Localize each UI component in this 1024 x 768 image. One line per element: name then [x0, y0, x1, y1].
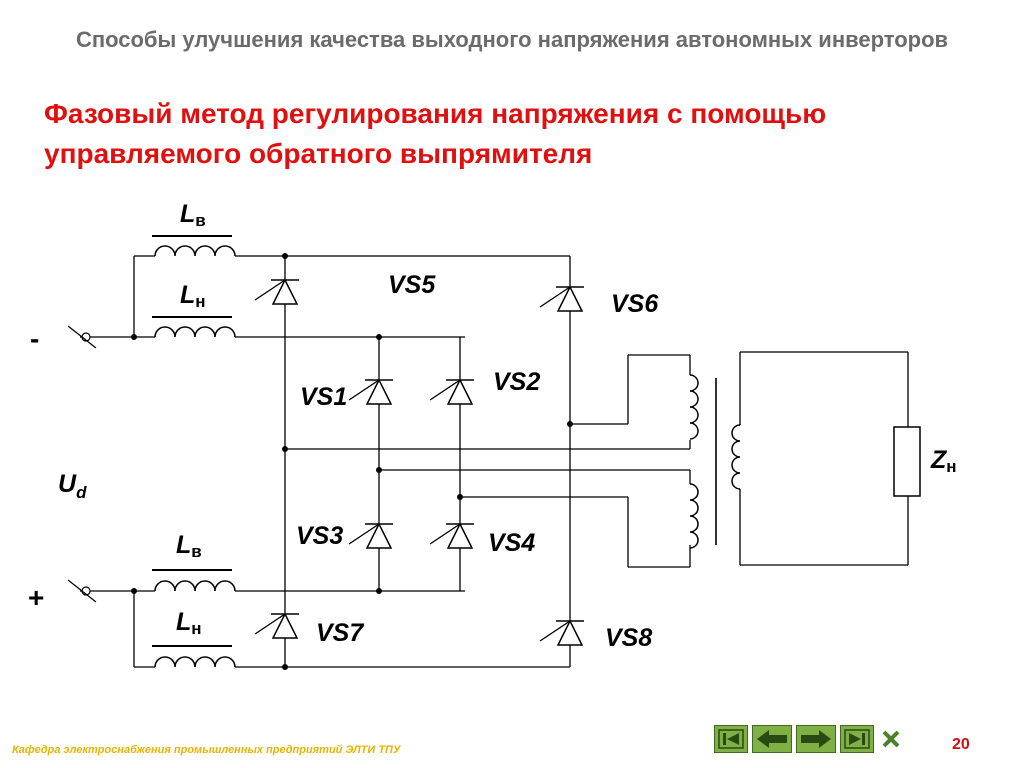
close-icon [882, 730, 900, 748]
prev-slide-button[interactable] [752, 725, 792, 753]
inductor-top-lower-icon [152, 316, 236, 338]
next-slide-button[interactable] [796, 725, 836, 753]
close-button[interactable] [878, 725, 904, 753]
label-vs5: VS5 [388, 271, 436, 299]
transformer-primary-lower-icon [689, 483, 699, 549]
slide-subtitle: Фазовый метод регулирования напряжения с… [44, 98, 827, 169]
slide-title: Способы улучшения качества выходного нап… [75, 27, 949, 52]
last-slide-button[interactable] [840, 725, 874, 753]
page-number: 20 [952, 736, 970, 753]
thyristor-vs2-icon [429, 379, 475, 405]
thyristor-vs7-icon [254, 613, 300, 639]
label-ln-top: Lн [180, 281, 206, 311]
transformer-secondary-icon [731, 424, 741, 490]
junction-dots [131, 253, 573, 670]
transformer-primary-upper-icon [689, 374, 699, 440]
thyristor-vs3-icon [348, 523, 394, 549]
inductor-bottom-lower-icon [152, 645, 236, 668]
minus-terminal-icon [67, 325, 97, 349]
label-vs4: VS4 [488, 529, 535, 557]
label-vs3: VS3 [296, 522, 343, 550]
thyristor-vs8-icon [539, 620, 585, 646]
thyristor-vs4-icon [429, 523, 475, 549]
load-resistor-icon [893, 426, 921, 497]
plus-terminal-icon [67, 579, 97, 603]
inductor-top-upper-icon [152, 235, 236, 257]
label-vs2: VS2 [493, 368, 540, 396]
label-ud: Ud [58, 470, 87, 502]
next-slide-icon [801, 730, 831, 748]
label-zn: Zн [930, 446, 957, 476]
label-ln-bottom: Lн [176, 608, 202, 638]
label-vs1: VS1 [300, 383, 347, 411]
first-slide-icon [718, 729, 744, 749]
plus-sign: + [28, 582, 44, 613]
label-vs6: VS6 [611, 290, 659, 318]
last-slide-icon [844, 729, 870, 749]
first-slide-button[interactable] [714, 725, 748, 753]
label-lv-top: Lв [180, 200, 206, 230]
thyristor-vs6-icon [539, 286, 585, 312]
thyristor-vs1-icon [348, 379, 394, 405]
minus-sign: - [30, 323, 39, 354]
label-vs7: VS7 [316, 619, 364, 647]
thyristor-vs5-icon [254, 279, 300, 305]
slide-navigation [714, 724, 904, 754]
inductor-bottom-upper-icon [152, 569, 236, 592]
footer-department: Кафедра электроснабжения промышленных пр… [12, 744, 401, 756]
prev-slide-icon [757, 730, 787, 748]
label-lv-bottom: Lв [176, 531, 202, 561]
label-vs8: VS8 [605, 624, 652, 652]
